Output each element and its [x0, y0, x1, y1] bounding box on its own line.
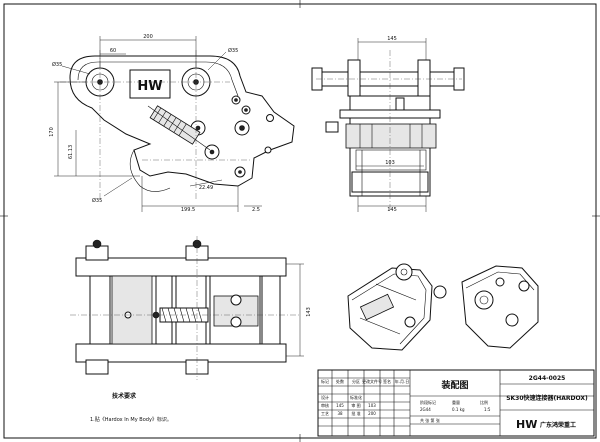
side-dim-width-top: 145: [387, 36, 397, 42]
stage-value: 2G44: [420, 407, 431, 412]
row-v1-1: 145: [336, 403, 344, 408]
title-block: 标记 处数 分区 更改文件号 签名 年.月.日 设计 标准化 审核 145 审 …: [317, 369, 595, 437]
drawing-number: 2G44-0025: [529, 375, 566, 382]
rev-col-5: 年.月.日: [395, 378, 410, 384]
rev-col-3: 更改文件号: [362, 378, 382, 384]
dim-offset: 2.5: [252, 207, 260, 213]
technical-notes: 技术要求 1.贴《Hardox In My Body》标识。: [90, 392, 172, 423]
top-view: 143: [70, 236, 312, 380]
side-dim-width-bottom: 145: [387, 207, 397, 213]
notes-title: 技术要求: [112, 392, 137, 400]
side-view: 145 103 145: [311, 36, 465, 213]
rev-col-1: 处数: [336, 378, 344, 384]
notes-line-1: 1.贴《Hardox In My Body》标识。: [90, 416, 172, 423]
bolt-cluster: [190, 95, 274, 178]
row-label-0: 设计: [321, 394, 329, 400]
row-label-1: 审核: [321, 402, 329, 408]
dim-angle: 22.49: [199, 185, 213, 191]
isometric-view-assembled: [347, 263, 447, 351]
front-view: HW 200: [49, 34, 295, 213]
drawing-heading: 装配图: [440, 379, 468, 391]
front-logo-text: HW: [137, 79, 162, 94]
row-v1-2: 38: [337, 411, 343, 416]
row-v2-2: 200: [368, 411, 376, 416]
sheet-label: 共 张 第 张: [420, 417, 440, 423]
dim-height-total: 170: [49, 127, 55, 137]
row-label-2: 工艺: [321, 411, 329, 416]
company-logo: HW: [516, 418, 537, 431]
isometric-view-rear: [461, 265, 539, 349]
top-dim-height: 143: [306, 307, 312, 317]
side-dim-width-mid: 103: [385, 160, 395, 166]
rev-col-4: 签名: [383, 378, 391, 384]
weight-unit: 0.1 kg: [452, 407, 465, 412]
row-label2-0: 标准化: [350, 394, 362, 400]
dim-width-bottom: 199.5: [181, 207, 195, 213]
rev-col-0: 标记: [321, 378, 329, 384]
rev-col-2: 分区: [352, 378, 360, 384]
company-name: 广东鸿荣重工: [540, 421, 576, 429]
weight-label: 重量: [452, 399, 460, 405]
product-name: SK30快速连接器(HARDOX): [506, 394, 588, 402]
scale-label: 比例: [480, 399, 488, 405]
stage-label: 阶段标记: [420, 399, 436, 405]
row-label2-2: 批 准: [351, 410, 360, 416]
dim-width-top: 200: [143, 34, 153, 40]
dim-width-pin: 60: [110, 48, 116, 54]
dia-pin-left: Ø35: [52, 61, 62, 68]
scale-value: 1:5: [484, 407, 491, 412]
dim-height-partial: 61.13: [68, 145, 74, 159]
row-label2-1: 审 图: [351, 402, 360, 408]
dia-hole-bottom: Ø35: [92, 197, 102, 204]
dia-pin-right: Ø35: [228, 47, 238, 54]
row-v2-1: 103: [368, 403, 376, 408]
